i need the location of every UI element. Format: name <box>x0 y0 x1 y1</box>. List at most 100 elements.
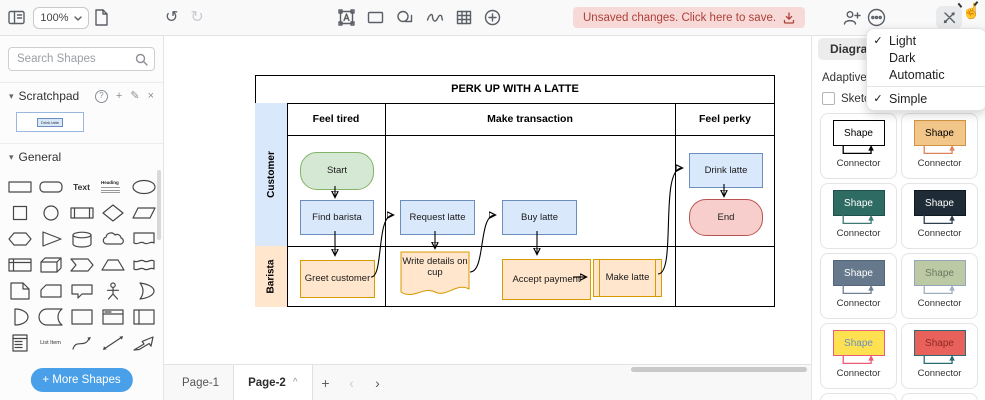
style-card-navy[interactable]: Shape Connector <box>901 183 978 249</box>
more-shapes-button[interactable]: + More Shapes <box>30 368 133 392</box>
more-options-icon[interactable] <box>867 0 886 35</box>
sidebar-scrollbar[interactable] <box>157 170 161 240</box>
pool-title[interactable]: PERK UP WITH A LATTE <box>451 83 579 95</box>
shape-note[interactable] <box>4 278 35 304</box>
general-section-header[interactable]: ▾ General <box>0 144 163 170</box>
shape-cylinder[interactable] <box>66 226 97 252</box>
shape-text[interactable]: Text <box>73 182 90 192</box>
undo-icon[interactable]: ↺ <box>165 8 179 26</box>
node-find-barista[interactable]: Find barista <box>300 200 374 235</box>
shape-callout[interactable] <box>66 278 97 304</box>
shape-document[interactable] <box>128 226 159 252</box>
node-make-latte[interactable]: Make latte <box>593 259 662 297</box>
shape-data-storage[interactable] <box>35 304 66 330</box>
shape-trapezoid[interactable] <box>97 252 128 278</box>
shape-vertical-container[interactable] <box>128 304 159 330</box>
style-card-default[interactable]: Shape Connector <box>820 113 897 179</box>
help-icon[interactable]: ? <box>94 89 108 103</box>
swimlane-diagram[interactable]: PERK UP WITH A LATTE Feel tired Make tra… <box>255 75 775 307</box>
lane-customer[interactable]: Customer <box>255 103 287 246</box>
shape-cloud[interactable] <box>97 226 128 252</box>
zoom-dropdown[interactable]: 100% <box>33 7 89 29</box>
shape-rounded-rectangle[interactable] <box>35 174 66 200</box>
shape-circle[interactable] <box>35 200 66 226</box>
unsaved-changes-button[interactable]: Unsaved changes. Click here to save. <box>573 7 806 28</box>
style-card-coral[interactable]: Shape Connector <box>901 323 978 389</box>
node-drink-latte[interactable]: Drink latte <box>689 153 763 188</box>
prev-page-icon[interactable]: ‹ <box>349 374 354 391</box>
toggle-panel-icon[interactable] <box>8 0 26 35</box>
shape-list[interactable] <box>4 330 35 356</box>
scratchpad-item[interactable]: Drink latte <box>16 112 84 132</box>
tab-page-2[interactable]: Page-2 ^ <box>233 365 313 400</box>
phase-feel-tired[interactable]: Feel tired <box>312 113 360 125</box>
shape-list-item[interactable]: List Item <box>40 340 61 346</box>
shape-container[interactable] <box>66 304 97 330</box>
shape-hexagon[interactable] <box>4 226 35 252</box>
table-tool-icon[interactable] <box>456 10 472 25</box>
style-card-slate[interactable]: Shape Connector <box>820 253 897 319</box>
menu-item-dark[interactable]: Dark <box>889 50 916 65</box>
node-accept-payment[interactable]: Accept payment <box>502 259 591 300</box>
style-card-orange[interactable]: Shape Connector <box>820 393 897 400</box>
shape-arrow[interactable] <box>128 330 159 356</box>
shape-internal-storage[interactable] <box>4 252 35 278</box>
tab-page-1[interactable]: Page-1 <box>182 376 220 389</box>
shape-step[interactable] <box>66 252 97 278</box>
phase-feel-perky[interactable]: Feel perky <box>699 113 751 125</box>
share-user-icon[interactable] <box>843 0 862 35</box>
insert-plus-icon[interactable] <box>484 9 501 26</box>
menu-item-light[interactable]: ✓ Light <box>867 32 985 49</box>
node-end[interactable]: End <box>689 199 763 236</box>
shape-ellipse[interactable] <box>128 174 159 200</box>
node-request-latte[interactable]: Request latte <box>400 200 475 235</box>
menu-item-automatic[interactable]: Automatic <box>889 67 945 82</box>
style-card-teal[interactable]: Shape Connector <box>820 183 897 249</box>
lane-barista[interactable]: Barista <box>255 246 287 307</box>
menu-item-simple[interactable]: ✓ Simple <box>867 90 985 107</box>
shape-or[interactable] <box>128 278 159 304</box>
shape-process[interactable] <box>66 200 97 226</box>
close-scratchpad-icon[interactable]: × <box>147 89 154 102</box>
page-view-icon[interactable] <box>94 0 108 35</box>
node-write-details-shape[interactable] <box>400 251 470 299</box>
redo-icon[interactable]: ↻ <box>190 8 204 26</box>
phase-make-transaction[interactable]: Make transaction <box>487 113 573 125</box>
scratchpad-section-header[interactable]: ▾ Scratchpad ? + ✎ × <box>0 83 163 109</box>
node-greet-customer[interactable]: Greet customer <box>300 260 375 298</box>
shape-textbox[interactable]: Heading <box>97 174 128 200</box>
shape-square[interactable] <box>4 200 35 226</box>
style-card-yellow[interactable]: Shape Connector <box>820 323 897 389</box>
next-page-icon[interactable]: › <box>375 374 380 391</box>
shape-actor[interactable] <box>97 278 128 304</box>
shape-curve[interactable] <box>66 330 97 356</box>
shape-and[interactable] <box>4 304 35 330</box>
shapes-tool-icon[interactable] <box>396 10 414 26</box>
shape-parallelogram[interactable] <box>128 200 159 226</box>
node-buy-latte[interactable]: Buy latte <box>502 200 577 235</box>
theme-toggle-button[interactable] <box>936 6 962 29</box>
add-to-scratchpad-icon[interactable]: + <box>115 89 123 102</box>
shape-triangle[interactable] <box>35 226 66 252</box>
shape-container-title[interactable] <box>97 304 128 330</box>
shape-cube[interactable] <box>35 252 66 278</box>
rectangle-tool-icon[interactable] <box>367 10 384 25</box>
shape-diamond[interactable] <box>97 200 128 226</box>
shape-rectangle[interactable] <box>4 174 35 200</box>
node-start[interactable]: Start <box>300 152 374 190</box>
text-tool-icon[interactable] <box>338 9 355 26</box>
drawing-canvas[interactable]: PERK UP WITH A LATTE Feel tired Make tra… <box>164 35 812 365</box>
freehand-tool-icon[interactable] <box>426 11 444 25</box>
horizontal-scrollbar[interactable] <box>631 367 807 372</box>
shape-card[interactable] <box>35 278 66 304</box>
search-input[interactable] <box>15 52 135 66</box>
style-card-sage[interactable]: Shape Connector <box>901 253 978 319</box>
style-card-teal-outline[interactable]: Shape Connector <box>901 393 978 400</box>
shape-bidirectional-arrow[interactable] <box>97 330 128 356</box>
diagram-connectors[interactable] <box>255 75 775 307</box>
sketch-checkbox[interactable] <box>822 92 835 105</box>
shape-tape[interactable] <box>128 252 159 278</box>
edit-scratchpad-icon[interactable]: ✎ <box>130 89 140 102</box>
style-card-tan[interactable]: Shape Connector <box>901 113 978 179</box>
add-page-button[interactable]: + <box>321 374 330 391</box>
